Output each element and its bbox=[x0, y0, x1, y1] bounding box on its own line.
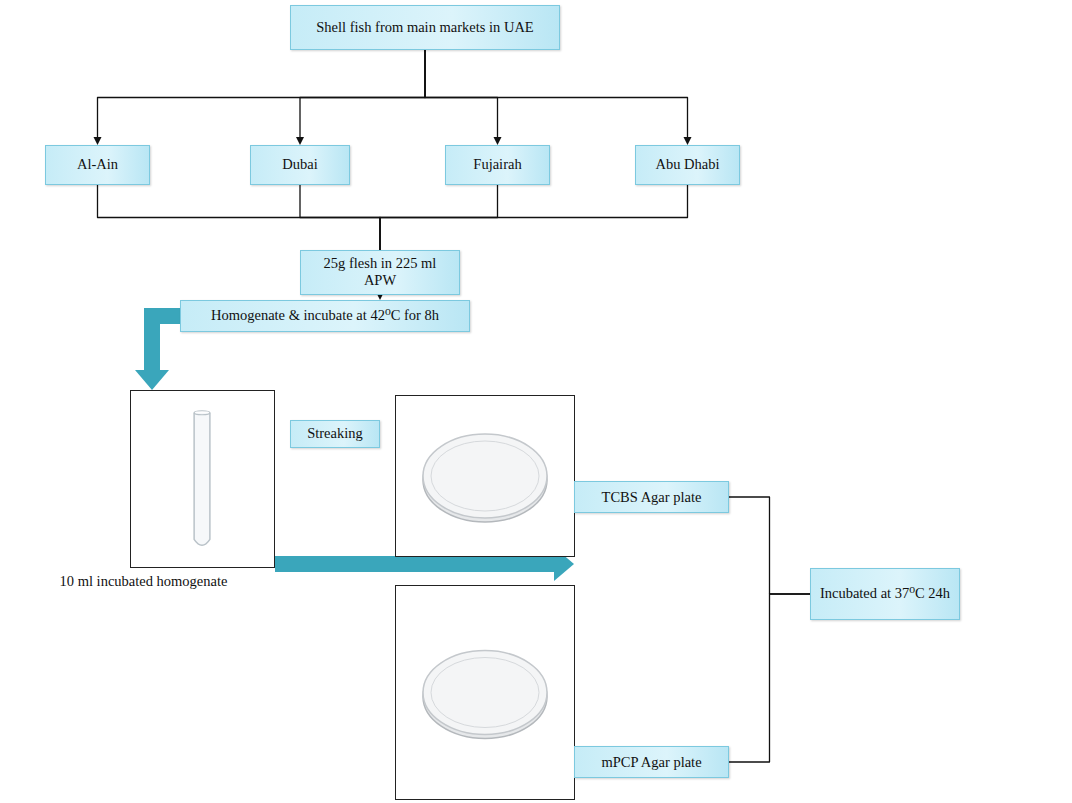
connector-line bbox=[729, 497, 810, 594]
connector-line bbox=[98, 185, 381, 250]
box-label: Abu Dhabi bbox=[655, 156, 719, 173]
test-tube-illustration bbox=[131, 391, 274, 567]
box-label: Dubai bbox=[282, 156, 317, 173]
connector-line bbox=[94, 50, 426, 145]
connector-path bbox=[275, 556, 554, 572]
connector-path bbox=[300, 185, 380, 250]
location-box: Al-Ain bbox=[45, 145, 150, 185]
box-label: Streaking bbox=[307, 425, 363, 442]
arrow-head bbox=[684, 137, 692, 145]
connector-path bbox=[729, 594, 810, 762]
arrow-head bbox=[494, 137, 502, 145]
agar-plate-panel: TCBS Agar plate bbox=[395, 395, 575, 557]
agar-plate-panel: mPCP Agar plate bbox=[395, 585, 575, 800]
test-tube-panel: 10 ml incubated homogenate bbox=[130, 390, 275, 568]
petri-dish-rim bbox=[431, 441, 539, 511]
box-label: 25g flesh in 225 ml APW bbox=[309, 255, 451, 290]
connector-path bbox=[98, 50, 426, 137]
test-tube bbox=[194, 413, 210, 545]
petri-dish-lid bbox=[423, 434, 547, 518]
flow-arrow bbox=[135, 316, 180, 390]
connector-path bbox=[425, 50, 688, 137]
arrow-head bbox=[296, 137, 304, 145]
plate-label: TCBS Agar plate bbox=[602, 489, 702, 506]
connector-line bbox=[380, 185, 688, 250]
location-box: Abu Dhabi bbox=[635, 145, 740, 185]
process-box: Homogenate & incubate at 42⁰C for 8h bbox=[180, 300, 470, 332]
connector-path bbox=[729, 497, 810, 594]
box-label: Incubated at 37⁰C 24h bbox=[820, 585, 950, 602]
panel-caption: 10 ml incubated homogenate bbox=[60, 573, 228, 590]
petri-dish-rim bbox=[431, 658, 539, 728]
arrow-head bbox=[135, 370, 169, 390]
location-box: Dubai bbox=[250, 145, 350, 185]
connector-path bbox=[152, 316, 180, 370]
source-box: Shell fish from main markets in UAE bbox=[290, 5, 560, 50]
connector-line bbox=[729, 594, 810, 762]
box-label: Fujairah bbox=[473, 156, 521, 173]
connector-line bbox=[300, 185, 380, 250]
connector-path bbox=[425, 50, 498, 137]
test-tube-rim bbox=[194, 411, 210, 415]
connector-line bbox=[425, 50, 692, 145]
location-box: Fujairah bbox=[445, 145, 550, 185]
step-box: Streaking bbox=[290, 420, 380, 448]
incubation-box: Incubated at 37⁰C 24h bbox=[810, 568, 960, 620]
process-box: 25g flesh in 225 ml APW bbox=[300, 250, 460, 295]
petri-dish-illustration bbox=[396, 586, 574, 799]
connector-path bbox=[300, 50, 425, 137]
box-label: Shell fish from main markets in UAE bbox=[316, 19, 533, 36]
arrow-head bbox=[94, 137, 102, 145]
connector-path bbox=[380, 185, 688, 250]
connector-path bbox=[98, 185, 381, 250]
plate-label-box: TCBS Agar plate bbox=[574, 481, 729, 513]
box-label: Al-Ain bbox=[77, 156, 118, 173]
box-label: Homogenate & incubate at 42⁰C for 8h bbox=[211, 307, 439, 324]
connector-line bbox=[296, 50, 425, 145]
plate-label-box: mPCP Agar plate bbox=[574, 746, 729, 778]
petri-dish-lid bbox=[423, 651, 547, 735]
plate-label: mPCP Agar plate bbox=[601, 754, 701, 771]
petri-dish-illustration bbox=[396, 396, 574, 556]
